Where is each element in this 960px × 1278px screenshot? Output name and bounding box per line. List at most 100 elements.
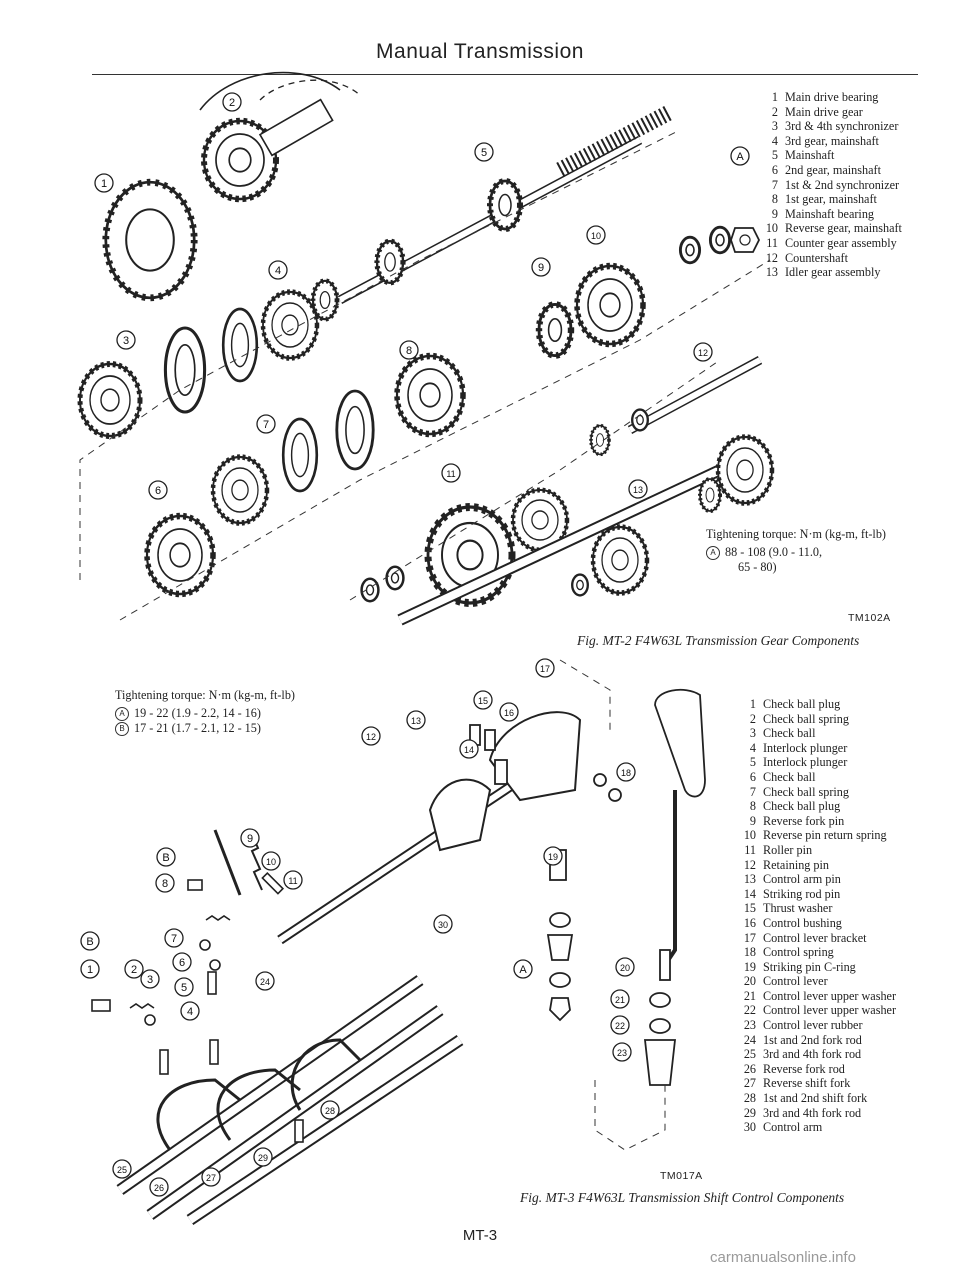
part-name: Reverse fork rod — [763, 1061, 845, 1076]
shift-callout-b: B — [156, 847, 176, 867]
page-number: MT-3 — [462, 1227, 498, 1244]
svg-text:3: 3 — [123, 335, 129, 347]
part-number: 24 — [743, 1032, 756, 1047]
part-number: 19 — [743, 959, 756, 974]
part-name: Main drive gear — [785, 104, 863, 119]
gear-callout-13: 13 — [628, 479, 648, 499]
part-name: Control spring — [763, 945, 834, 960]
torque-value: 88 - 108 (9.0 - 11.0, — [725, 545, 823, 559]
shift-callout-28: 28 — [320, 1100, 340, 1120]
part-name: Idler gear assembly — [785, 265, 881, 280]
svg-text:8: 8 — [162, 878, 168, 890]
shift-callout-7: 7 — [164, 928, 184, 948]
svg-text:12: 12 — [698, 348, 708, 358]
figure-code: TM102A — [848, 612, 891, 624]
part-number: 10 — [765, 221, 778, 236]
svg-text:27: 27 — [206, 1173, 216, 1183]
svg-text:30: 30 — [438, 920, 448, 930]
part-name: Reverse pin return spring — [763, 828, 887, 843]
svg-text:28: 28 — [325, 1106, 335, 1116]
gear-callout-7: 7 — [256, 414, 276, 434]
part-number: 8 — [771, 192, 778, 207]
part-name: Check ball spring — [763, 784, 849, 799]
svg-text:24: 24 — [260, 977, 270, 987]
part-number: 3 — [771, 119, 778, 134]
gear-components-illustration — [80, 71, 772, 626]
part-name: Check ball spring — [763, 711, 849, 726]
shift-callout-19: 19 — [543, 846, 563, 866]
torque-heading: Tightening torque: N·m (kg-m, ft-lb) — [706, 527, 886, 541]
svg-text:26: 26 — [154, 1183, 164, 1193]
shift-callout-29: 29 — [253, 1147, 273, 1167]
part-number: 6 — [771, 162, 778, 177]
part-number: 1 — [749, 697, 756, 711]
shift-callout-4: 4 — [180, 1001, 200, 1021]
svg-text:16: 16 — [504, 708, 514, 718]
part-number: 9 — [771, 206, 778, 221]
svg-text:4: 4 — [275, 265, 281, 277]
figure-caption: Fig. MT-3 F4W63L Transmission Shift Cont… — [520, 1190, 845, 1205]
part-number: 6 — [749, 769, 756, 784]
part-number: 11 — [744, 842, 756, 857]
gear-callout-4: 4 — [268, 260, 288, 280]
svg-text:6: 6 — [155, 485, 161, 497]
svg-text:11: 11 — [446, 469, 455, 479]
part-name: 3rd and 4th fork rod — [763, 1105, 862, 1120]
part-number: 10 — [743, 828, 756, 843]
shift-control-illustration — [91, 659, 706, 1225]
shift-callout-9: 9 — [240, 828, 260, 848]
part-name: 3rd and 4th fork rod — [763, 1047, 862, 1062]
shift-callout-10: 10 — [261, 851, 281, 871]
part-name: Reverse fork pin — [763, 813, 845, 828]
shift-callout-12: 12 — [361, 726, 381, 746]
part-name: Control arm — [763, 1120, 823, 1135]
shift-callout-17: 17 — [535, 658, 555, 678]
part-name: Striking pin C-ring — [763, 959, 856, 974]
part-number: 27 — [743, 1076, 756, 1091]
part-name: Mainshaft bearing — [785, 206, 875, 221]
svg-text:17: 17 — [540, 664, 550, 674]
gear-callout-8: 8 — [399, 340, 419, 360]
part-number: 12 — [743, 857, 756, 872]
part-name: 1st & 2nd synchronizer — [785, 177, 900, 192]
svg-text:10: 10 — [591, 231, 601, 241]
part-item: 9 Mainshaft bearing — [760, 207, 902, 222]
shift-callout-14: 14 — [459, 739, 479, 759]
part-number: 25 — [743, 1047, 756, 1062]
svg-text:1: 1 — [87, 964, 93, 976]
part-item: 9 Reverse fork pin — [738, 814, 896, 829]
svg-text:23: 23 — [617, 1048, 627, 1058]
svg-text:19: 19 — [548, 852, 558, 862]
shift-callout-5: 5 — [174, 977, 194, 997]
shift-callout-21: 21 — [610, 989, 630, 1009]
part-name: Thrust washer — [763, 901, 833, 916]
svg-text:4: 4 — [187, 1006, 193, 1018]
part-name: Main drive bearing — [785, 90, 879, 104]
part-name: Control lever upper washer — [763, 988, 897, 1003]
part-number: 18 — [743, 945, 756, 960]
torque-row-continuation: 65 - 80) — [738, 560, 777, 574]
part-number: 16 — [743, 915, 756, 930]
part-number: 9 — [749, 813, 756, 828]
shift-callout-15: 15 — [473, 690, 493, 710]
